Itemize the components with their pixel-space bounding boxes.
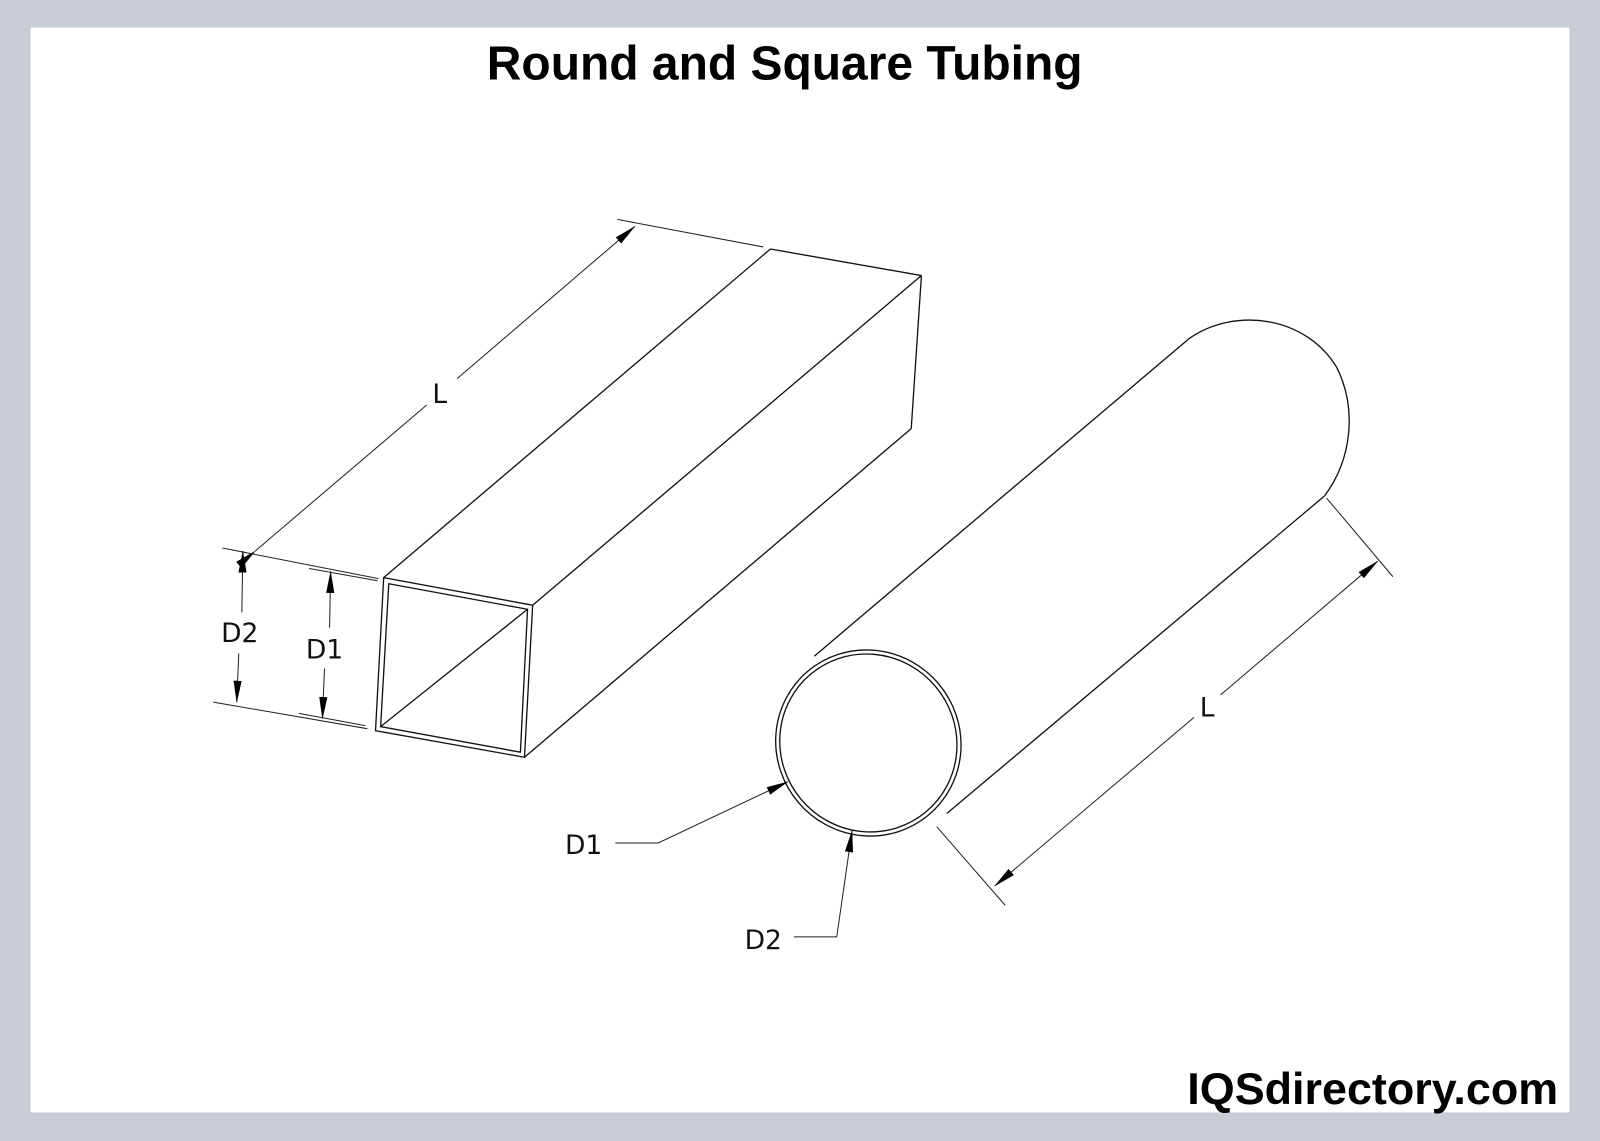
square-d2-dimension: D2 [213, 547, 379, 730]
diagram-title: Round and Square Tubing [487, 38, 1083, 91]
square-d1-label: D1 [306, 634, 343, 665]
iqs-logo: IQSdirectory.com [1187, 1063, 1558, 1114]
round-length-dimension: L [936, 497, 1394, 906]
round-length-label: L [1200, 692, 1215, 723]
round-d1-leader: D1 [565, 781, 789, 861]
round-d2-label: D2 [745, 925, 782, 956]
square-d2-label: D2 [221, 618, 258, 649]
square-length-dimension: L [236, 218, 764, 569]
square-d1-dimension: D1 [298, 567, 378, 727]
canvas [30, 27, 1570, 1113]
square-length-label: L [432, 379, 447, 410]
square-tube [374, 248, 923, 759]
round-d1-label: D1 [565, 830, 602, 861]
round-tube [775, 319, 1350, 837]
round-d2-leader: D2 [745, 829, 854, 956]
